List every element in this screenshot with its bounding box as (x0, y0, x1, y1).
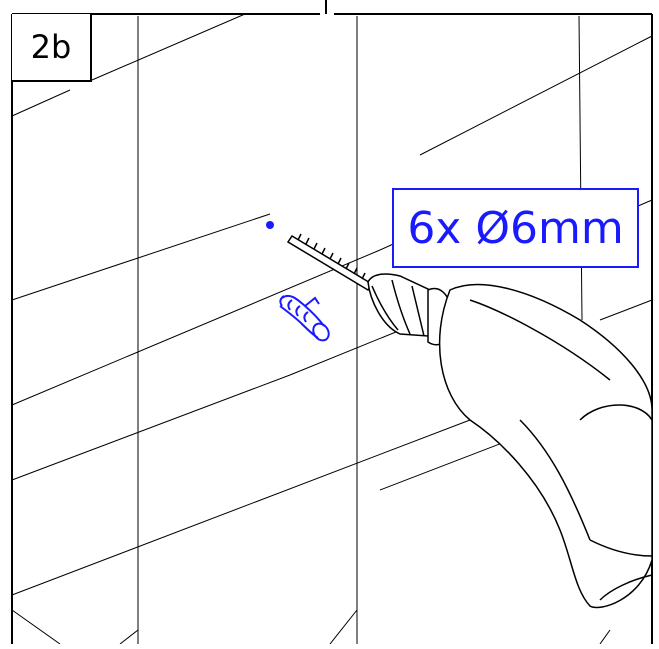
step-number-badge: 2b (12, 14, 92, 82)
drill-icon (286, 233, 653, 609)
tile-grid (11, 13, 653, 645)
step-number-text: 2b (30, 28, 72, 66)
hole-size-text: 6x Ø6mm (407, 202, 624, 254)
wall-plug-icon (279, 294, 330, 342)
hole-size-callout: 6x Ø6mm (392, 188, 639, 268)
drill-mark-dot (266, 221, 274, 229)
